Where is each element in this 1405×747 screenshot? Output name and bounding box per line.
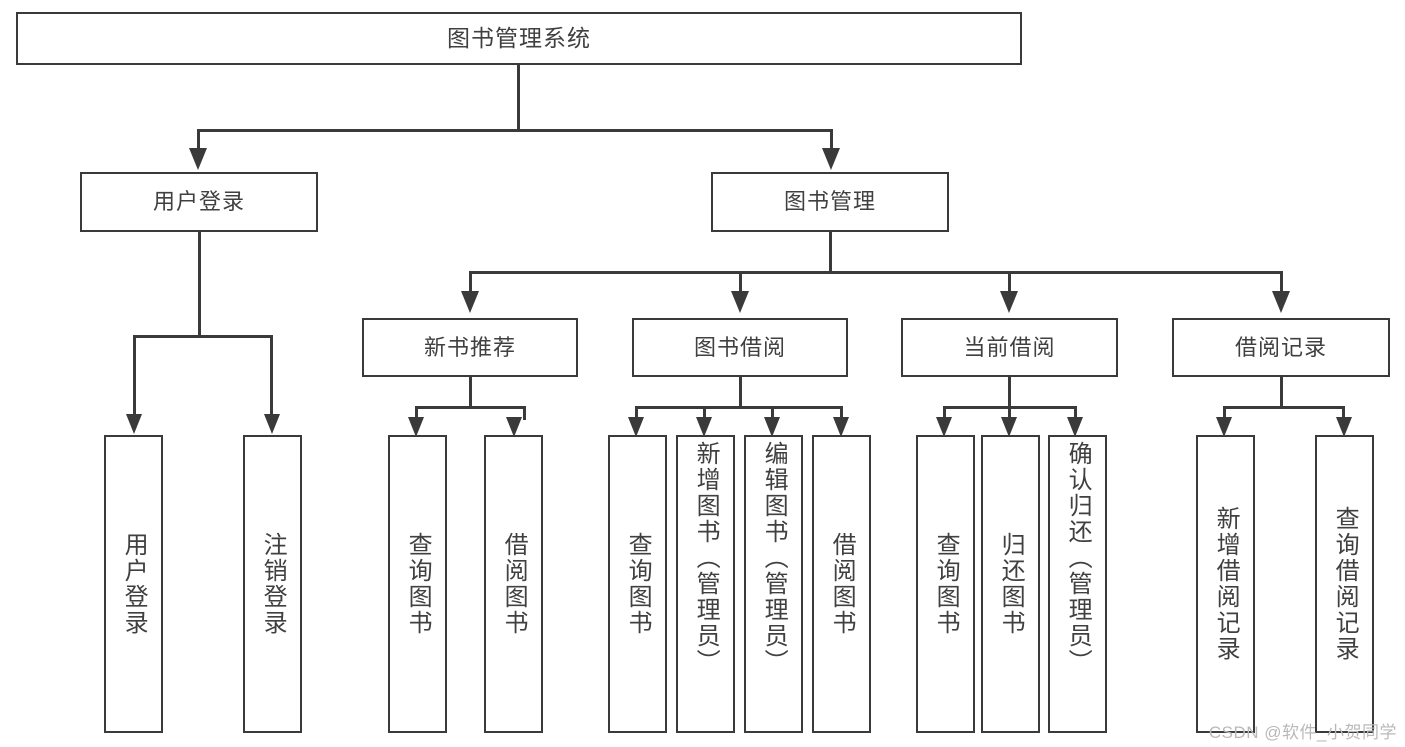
leaf-borrow-book-newbook[interactable]: 借阅图书: [484, 435, 543, 733]
watermark-text: CSDN @软件_小贺同学: [1208, 723, 1397, 742]
arrowhead-to-query-book-d1: [936, 417, 952, 437]
connector-current-drop-2: [1008, 406, 1011, 420]
connector-root-stem: [517, 65, 520, 131]
connector-login-drop-1: [133, 335, 136, 417]
connector-record-stem: [1280, 377, 1283, 409]
node-new-book-recommendation[interactable]: 新书推荐: [362, 318, 578, 377]
connector-login-stem: [198, 232, 201, 337]
leaf-label: 确认归还（管理员）: [1064, 441, 1092, 675]
connector-borrow-stem: [739, 377, 742, 409]
connector-newbook-bus: [415, 406, 526, 409]
arrowhead-to-current-borrow: [1000, 291, 1018, 313]
leaf-add-borrow-record[interactable]: 新增借阅记录: [1196, 435, 1255, 733]
leaf-label: 编辑图书（管理员）: [760, 441, 788, 675]
node-label: 新书推荐: [423, 334, 516, 360]
leaf-borrow-book[interactable]: 借阅图书: [812, 435, 871, 733]
arrowhead-to-return-book-d2: [1001, 417, 1017, 437]
leaf-add-book-admin[interactable]: 新增图书（管理员）: [676, 435, 735, 733]
arrowhead-to-book-borrow: [731, 291, 749, 313]
leaf-label: 查询图书: [404, 532, 432, 636]
arrowhead-to-query-book-b1: [408, 417, 424, 437]
arrowhead-to-add-book-c2: [696, 417, 712, 437]
leaf-label: 查询借阅记录: [1331, 506, 1359, 662]
arrowhead-to-add-record-e1: [1216, 417, 1232, 437]
leaf-edit-book-admin[interactable]: 编辑图书（管理员）: [744, 435, 803, 733]
connector-bookmgmt-drop-4: [1280, 271, 1283, 293]
leaf-query-borrow-record[interactable]: 查询借阅记录: [1315, 435, 1374, 733]
node-label: 当前借阅: [963, 334, 1056, 360]
connector-bookmgmt-drop-2: [739, 271, 742, 293]
node-label: 用户登录: [152, 189, 245, 215]
arrowhead-to-borrow-record: [1272, 291, 1290, 313]
node-borrow-record[interactable]: 借阅记录: [1172, 318, 1390, 377]
leaf-label: 归还图书: [997, 532, 1025, 636]
arrowhead-to-logout-leaf: [264, 414, 280, 434]
leaf-label: 借阅图书: [500, 532, 528, 636]
connector-bookmgmt-drop-1: [469, 271, 472, 293]
connector-record-drop-2: [1342, 406, 1345, 420]
leaf-query-book-borrow[interactable]: 查询图书: [608, 435, 667, 733]
arrowhead-to-book-management: [822, 148, 840, 170]
leaf-confirm-return-admin[interactable]: 确认归还（管理员）: [1048, 435, 1107, 733]
node-user-login[interactable]: 用户登录: [80, 172, 318, 232]
connector-login-drop-2: [270, 335, 273, 417]
leaf-label: 注销登录: [259, 532, 287, 636]
arrowhead-to-new-book: [461, 291, 479, 313]
leaf-label: 查询图书: [624, 532, 652, 636]
connector-borrow-bus: [635, 406, 843, 409]
arrowhead-to-confirm-return-d3: [1067, 417, 1083, 437]
connector-borrow-drop-4: [840, 406, 843, 420]
leaf-label: 新增图书（管理员）: [692, 441, 720, 675]
arrowhead-to-edit-book-c3: [764, 417, 780, 437]
connector-borrow-drop-1: [635, 406, 638, 420]
connector-borrow-drop-3: [771, 406, 774, 420]
node-current-borrow[interactable]: 当前借阅: [901, 318, 1118, 377]
connector-root-bus: [197, 129, 833, 132]
leaf-query-book-newbook[interactable]: 查询图书: [388, 435, 447, 733]
connector-record-drop-1: [1223, 406, 1226, 420]
connector-current-drop-3: [1074, 406, 1077, 420]
node-label: 借阅记录: [1234, 334, 1327, 360]
arrowhead-to-borrow-book-b2: [506, 417, 522, 437]
arrowhead-to-user-login: [189, 148, 207, 170]
leaf-label: 借阅图书: [828, 532, 856, 636]
connector-record-bus: [1223, 406, 1345, 409]
node-label: 图书借阅: [693, 334, 786, 360]
connector-borrow-drop-2: [703, 406, 706, 420]
node-label: 图书管理: [783, 189, 876, 215]
connector-current-drop-1: [943, 406, 946, 420]
connector-login-bus: [133, 335, 273, 338]
connector-bookmgmt-bus: [469, 271, 1283, 274]
connector-current-stem: [1008, 377, 1011, 409]
connector-newbook-stem: [469, 377, 472, 409]
connector-root-drop-right: [830, 129, 833, 151]
arrowhead-to-user-login-leaf: [126, 414, 142, 434]
connector-root-drop-left: [197, 129, 200, 151]
connector-bookmgmt-stem: [829, 232, 832, 274]
arrowhead-to-borrow-book-c4: [833, 417, 849, 437]
node-book-management[interactable]: 图书管理: [711, 172, 949, 232]
connector-newbook-drop-1: [415, 406, 418, 420]
connector-bookmgmt-drop-3: [1008, 271, 1011, 293]
leaf-label: 查询图书: [932, 532, 960, 636]
leaf-return-book[interactable]: 归还图书: [981, 435, 1040, 733]
node-book-management-system[interactable]: 图书管理系统: [16, 12, 1022, 65]
leaf-query-book-current[interactable]: 查询图书: [916, 435, 975, 733]
leaf-logout[interactable]: 注销登录: [243, 435, 302, 733]
leaf-label: 用户登录: [120, 532, 148, 636]
node-label: 图书管理系统: [447, 25, 591, 52]
leaf-label: 新增借阅记录: [1212, 506, 1240, 662]
arrowhead-to-query-record-e2: [1336, 417, 1352, 437]
arrowhead-to-query-book-c1: [628, 417, 644, 437]
leaf-user-login[interactable]: 用户登录: [104, 435, 163, 733]
connector-newbook-drop-2: [523, 406, 526, 420]
node-book-borrow[interactable]: 图书借阅: [632, 318, 848, 377]
